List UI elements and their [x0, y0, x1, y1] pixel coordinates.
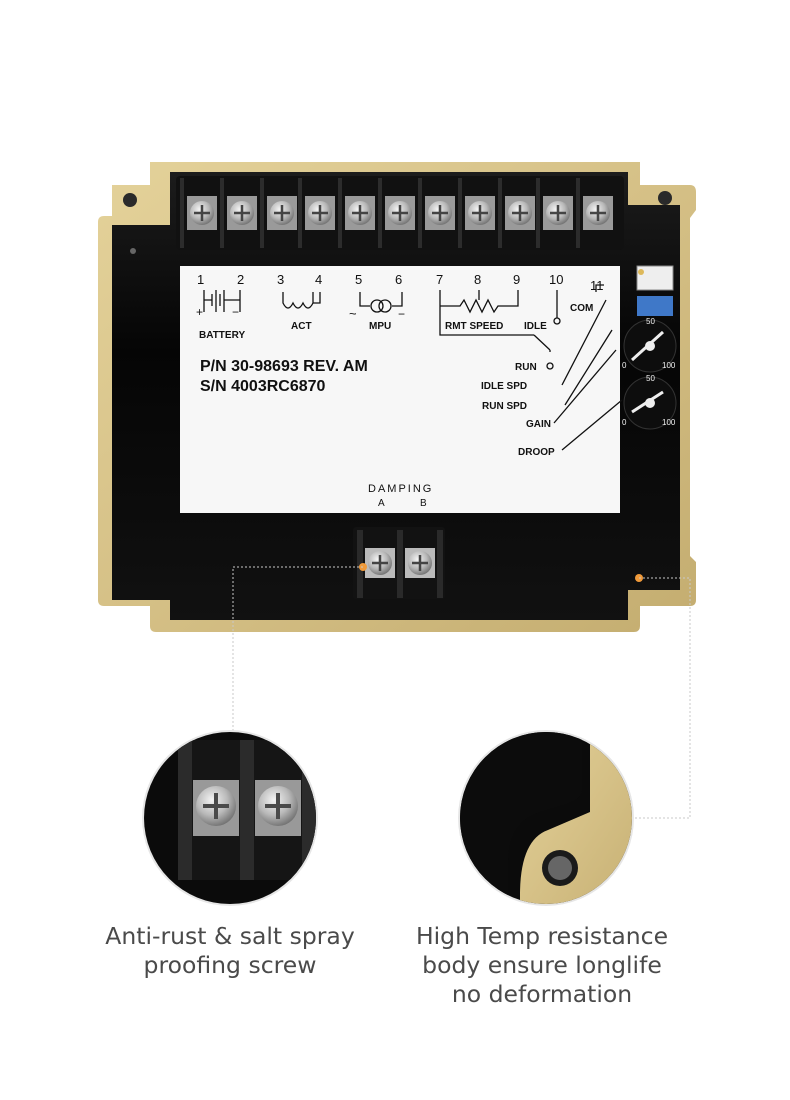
damping-a-label: A: [378, 498, 385, 509]
terminal-screws: [180, 178, 613, 248]
damping-label: DAMPING: [368, 483, 433, 495]
terminal-screw: [180, 178, 217, 248]
minus-sign: −: [232, 305, 239, 319]
caption-high-temp: High Temp resistance body ensure longlif…: [415, 922, 669, 1008]
indicator-dot: [130, 248, 136, 254]
trim-pot-run: [637, 296, 673, 316]
serial-number: S/N 4003RC6870: [200, 378, 326, 395]
part-number: P/N 30-98693 REV. AM: [200, 358, 368, 375]
rmt-speed-label: RMT SPEED: [445, 321, 503, 332]
terminal-number: 2: [237, 272, 244, 287]
mounting-hole: [658, 191, 672, 205]
minus-sign-2: −: [398, 307, 405, 321]
gain-dial: [623, 319, 677, 373]
mpu-label: MPU: [369, 321, 391, 332]
tilde-sign: ~: [349, 306, 357, 321]
caption-anti-rust: Anti-rust & salt spray proofing screw: [105, 922, 355, 979]
product-label: [180, 266, 620, 513]
terminal-screw: [498, 178, 535, 248]
terminal-number: 6: [395, 272, 402, 287]
damping-screw-b: [405, 548, 435, 578]
terminal-screw: [576, 178, 613, 248]
droop-dial-max: 100: [662, 418, 676, 427]
terminal-screw: [458, 178, 495, 248]
battery-label: BATTERY: [199, 330, 245, 341]
gain-label: GAIN: [526, 419, 551, 430]
schematic-symbols: [203, 284, 623, 451]
damping-screw-a: [365, 548, 395, 578]
terminal-number: 7: [436, 272, 443, 287]
terminal-screw: [298, 178, 335, 248]
terminal-number: 1: [197, 272, 204, 287]
terminal-number: 9: [513, 272, 520, 287]
run-label: RUN: [515, 362, 537, 373]
mounting-hole: [123, 193, 137, 207]
terminal-number: 4: [315, 272, 322, 287]
terminal-screw: [338, 178, 375, 248]
plus-sign: +: [196, 305, 203, 319]
terminal-screw: [220, 178, 257, 248]
damping-b-label: B: [420, 498, 427, 509]
gain-dial-max: 100: [662, 361, 676, 370]
gain-dial-min: 0: [622, 361, 627, 370]
idle-label: IDLE: [524, 321, 547, 332]
detail-screw-zoom: [142, 730, 318, 906]
droop-dial-mid: 50: [646, 374, 655, 383]
run-spd-label: RUN SPD: [482, 401, 527, 412]
idle-spd-label: IDLE SPD: [481, 381, 527, 392]
terminal-number: 8: [474, 272, 481, 287]
terminal-screw: [418, 178, 455, 248]
detail-housing-zoom: [458, 730, 634, 906]
act-label: ACT: [291, 321, 312, 332]
terminal-number: 3: [277, 272, 284, 287]
callout-lines: [232, 566, 691, 819]
terminal-number: 5: [355, 272, 362, 287]
droop-dial-min: 0: [622, 418, 627, 427]
gain-dial-mid: 50: [646, 317, 655, 326]
terminal-screw: [536, 178, 573, 248]
terminal-screw: [260, 178, 297, 248]
com-label: COM: [570, 303, 593, 314]
droop-label: DROOP: [518, 447, 555, 458]
terminal-number: 10: [549, 272, 563, 287]
terminal-screw: [378, 178, 415, 248]
droop-dial: [623, 376, 677, 430]
label-texts: + − BATTERY ACT ~ − MPU RMT SPEED IDLE C…: [196, 303, 593, 509]
